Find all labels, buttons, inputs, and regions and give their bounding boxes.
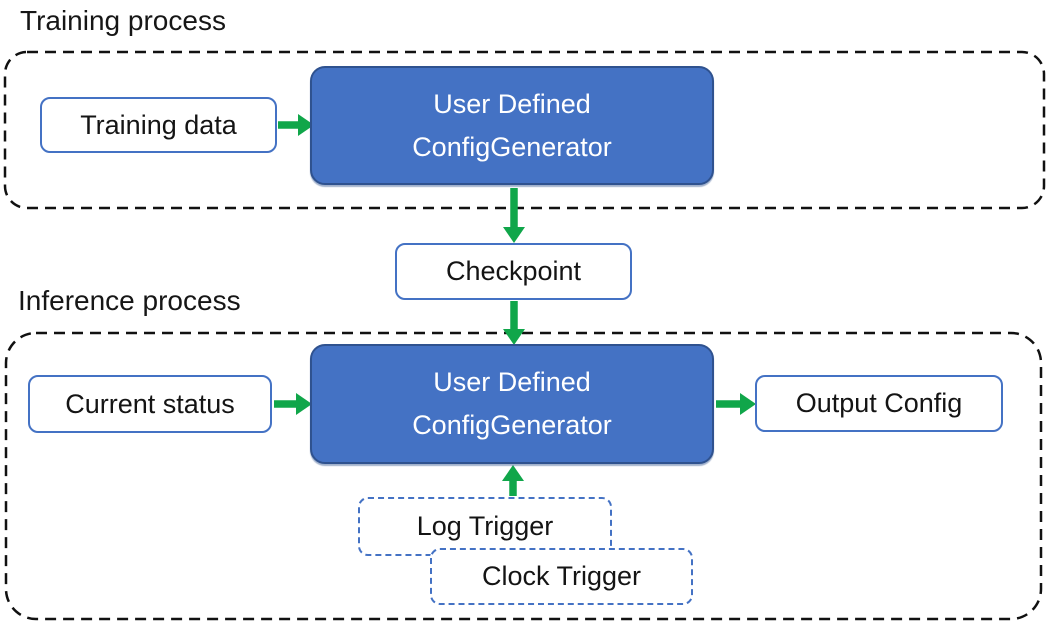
inference-generator-line1: User Defined bbox=[433, 367, 591, 397]
arrow-log-trigger-to-generator bbox=[502, 465, 524, 496]
checkpoint-label: Checkpoint bbox=[445, 256, 582, 286]
training-process-label: Training process bbox=[20, 5, 226, 36]
clock-trigger-label: Clock Trigger bbox=[481, 561, 642, 591]
arrow-training-data-to-generator bbox=[278, 114, 314, 136]
training-config-generator-box: User Defined ConfigGenerator bbox=[310, 66, 714, 185]
training-data-label: Training data bbox=[80, 109, 237, 140]
training-generator-line2: ConfigGenerator bbox=[412, 131, 612, 162]
checkpoint-box: Checkpoint bbox=[395, 243, 632, 300]
training-data-box: Training data bbox=[40, 97, 277, 153]
current-status-box: Current status bbox=[28, 375, 272, 433]
inference-config-generator-box: User Defined ConfigGenerator bbox=[310, 344, 714, 464]
current-status-label: Current status bbox=[65, 388, 235, 419]
arrow-generator-to-checkpoint bbox=[503, 188, 525, 243]
output-config-label: Output Config bbox=[795, 388, 963, 418]
inference-generator-line2: ConfigGenerator bbox=[412, 410, 612, 440]
output-config-box: Output Config bbox=[755, 375, 1003, 432]
arrow-current-status-to-generator bbox=[274, 393, 312, 415]
inference-process-label: Inference process bbox=[18, 285, 241, 316]
arrow-checkpoint-to-inference-generator bbox=[503, 301, 525, 345]
clock-trigger-box: Clock Trigger bbox=[430, 548, 693, 605]
training-generator-line1: User Defined bbox=[433, 88, 591, 119]
log-trigger-label: Log Trigger bbox=[416, 511, 554, 541]
arrow-generator-to-output-config bbox=[716, 393, 756, 415]
